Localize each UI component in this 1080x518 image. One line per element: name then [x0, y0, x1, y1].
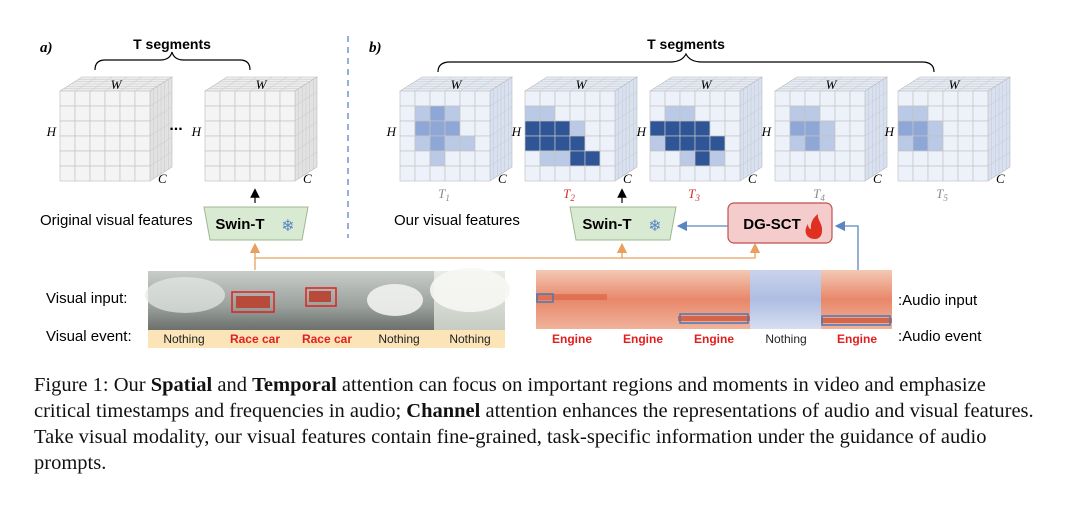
- caption-prefix: Figure 1: Our: [34, 374, 151, 396]
- cube-axis-h: H: [46, 124, 57, 139]
- feature-cube: W H C: [511, 76, 639, 186]
- cube-axis-w: W: [111, 77, 123, 92]
- audio-event-label-item: Engine: [694, 332, 734, 346]
- audio-event-label-item: Nothing: [765, 332, 806, 346]
- cube-axis-c: C: [498, 171, 507, 186]
- panel-b-label: b): [369, 40, 382, 56]
- cube-axis-h: H: [511, 124, 522, 139]
- audio-spectrogram: [536, 270, 892, 329]
- race-car-1: [236, 296, 270, 308]
- panel-a-brace: [94, 51, 251, 71]
- feature-cube: W H C: [386, 76, 514, 186]
- caption-bold-channel: Channel: [406, 400, 481, 422]
- cube-axis-c: C: [303, 171, 312, 186]
- feature-cube: W H C: [46, 76, 174, 186]
- spectrogram-segment-2: [607, 270, 678, 329]
- swin-t-label-b: Swin-T: [582, 216, 631, 233]
- arrow-video-to-dgsct: [622, 242, 761, 259]
- feature-cube: W H C: [191, 76, 319, 186]
- audio-highlight-box-2: [679, 313, 749, 324]
- visual-event-label-item: Race car: [302, 332, 352, 346]
- flame-icon: [805, 214, 823, 239]
- figure-diagram: a) b) T segments T segments W H C W H C W H C W H C…: [40, 36, 1012, 348]
- our-features-caption: Our visual features: [394, 212, 520, 229]
- detection-box-2: [305, 287, 337, 307]
- caption-mid-2: attention can focus on important regions…: [34, 374, 986, 422]
- swin-t-block-b: Swin-T ❄: [569, 206, 677, 241]
- arrow-video-to-swin-b: [255, 242, 628, 259]
- figure-caption: Figure 1: Our Spatial and Temporal atten…: [34, 372, 1044, 476]
- dg-sct-label: DG-SCT: [743, 216, 801, 233]
- cube-axis-c: C: [748, 171, 757, 186]
- audio-event-label: :Audio event: [898, 328, 982, 345]
- audio-input-label: :Audio input: [898, 292, 978, 309]
- detection-box-1: [231, 291, 275, 313]
- cube-axis-c: C: [996, 171, 1005, 186]
- time-label: T3: [688, 186, 700, 203]
- snowflake-icon: ❄: [281, 216, 294, 235]
- dg-sct-block: DG-SCT: [727, 202, 833, 244]
- visual-event-label-item: Nothing: [163, 332, 204, 346]
- panel-b-brace: [437, 52, 935, 73]
- visual-event-label-item: Nothing: [449, 332, 490, 346]
- arrow-audio-to-dgsct: [834, 220, 859, 270]
- audio-event-label-item: Engine: [837, 332, 877, 346]
- cube-axis-w: W: [701, 77, 713, 92]
- cube-axis-c: C: [623, 171, 632, 186]
- panel-a-ellipsis: ...: [169, 117, 182, 134]
- visual-event-label-item: Race car: [230, 332, 280, 346]
- time-label: T5: [936, 186, 948, 203]
- time-label: T2: [563, 186, 575, 203]
- cube-axis-w: W: [826, 77, 838, 92]
- audio-event-label-item: Engine: [552, 332, 592, 346]
- feature-cube: W H C: [761, 76, 889, 186]
- panel-b-segments-label: T segments: [647, 36, 725, 52]
- caption-mid-1: and: [212, 374, 253, 396]
- audio-highlight-box-1: [536, 293, 554, 303]
- feature-cube: W H C: [636, 76, 764, 186]
- panel-a-label: a): [40, 40, 53, 56]
- feature-cube: W H C: [884, 76, 1012, 186]
- visual-event-strip: [148, 330, 505, 348]
- cube-axis-c: C: [873, 171, 882, 186]
- swin-t-label-a: Swin-T: [215, 216, 264, 233]
- visual-event-label: Visual event:: [46, 328, 132, 345]
- race-car-2: [309, 291, 331, 302]
- caption-bold-temporal: Temporal: [252, 374, 337, 396]
- audio-event-label-item: Engine: [623, 332, 663, 346]
- time-label: T4: [813, 186, 825, 203]
- cube-axis-c: C: [158, 171, 167, 186]
- cube-axis-h: H: [191, 124, 202, 139]
- time-label: T1: [438, 186, 450, 203]
- spectrogram-segment-4: [750, 270, 821, 329]
- original-features-caption: Original visual features: [40, 212, 193, 229]
- cube-axis-w: W: [576, 77, 588, 92]
- caption-bold-spatial: Spatial: [150, 374, 213, 396]
- audio-highlight-box-3: [821, 315, 891, 326]
- cube-axis-w: W: [256, 77, 268, 92]
- video-frames: [145, 268, 510, 330]
- cube-axis-w: W: [451, 77, 463, 92]
- caption-suffix: attention enhances the representations o…: [34, 400, 1034, 474]
- cube-axis-h: H: [386, 124, 397, 139]
- snowflake-icon: ❄: [648, 216, 661, 235]
- cube-axis-h: H: [636, 124, 647, 139]
- cube-axis-h: H: [884, 124, 895, 139]
- panel-a-segments-label: T segments: [133, 36, 211, 52]
- visual-event-label-item: Nothing: [378, 332, 419, 346]
- cube-axis-w: W: [949, 77, 961, 92]
- cube-axis-h: H: [761, 124, 772, 139]
- swin-t-block-a: Swin-T ❄: [203, 206, 309, 241]
- visual-input-label: Visual input:: [46, 290, 127, 307]
